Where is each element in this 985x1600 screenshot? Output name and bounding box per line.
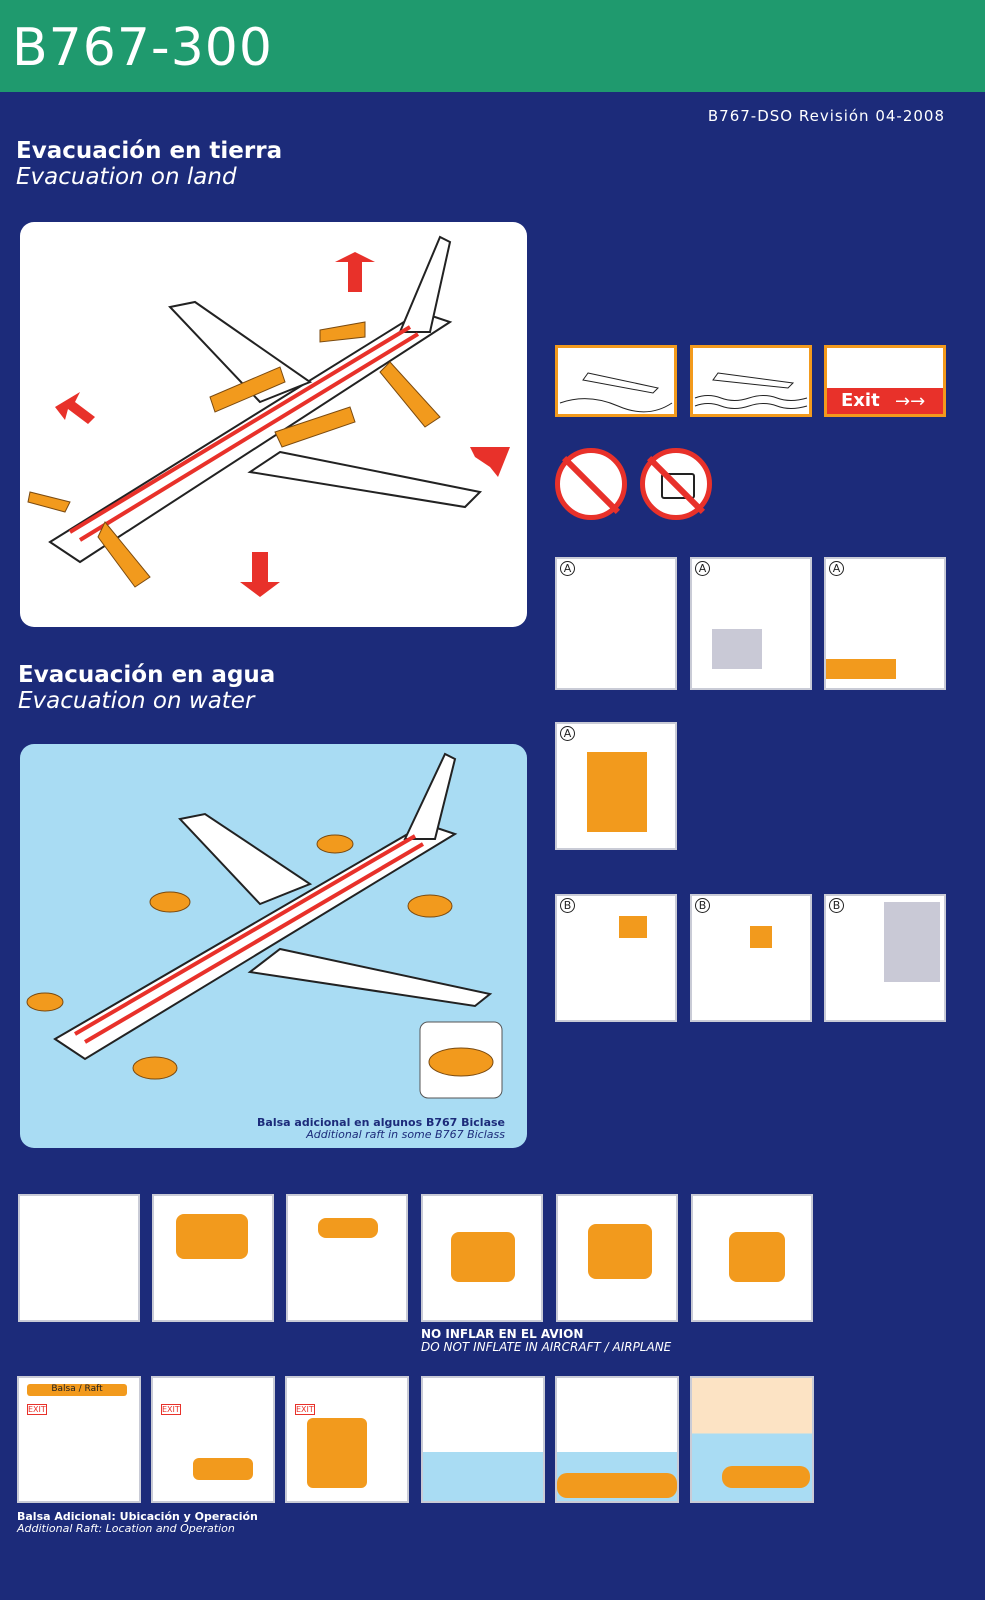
slide-icon bbox=[27, 491, 71, 513]
arrow-up-icon bbox=[335, 252, 375, 292]
raft-step-3: EXIT bbox=[285, 1376, 409, 1503]
land-title-en: Evacuation on land bbox=[16, 164, 237, 190]
raft-step-2: EXIT bbox=[151, 1376, 275, 1503]
raft-note-es: Balsa adicional en algunos B767 Biclase bbox=[257, 1116, 505, 1129]
land-crash-icon bbox=[555, 345, 677, 417]
header-bar: B767-300 bbox=[0, 0, 985, 92]
door-a-step-2: A bbox=[690, 557, 812, 690]
vest-step-1 bbox=[18, 1194, 140, 1322]
door-a-step-1: A bbox=[555, 557, 677, 690]
raft-location-sign: Balsa / Raft bbox=[27, 1384, 127, 1396]
door-b-step-1: B bbox=[555, 894, 677, 1022]
exit-label: Exit bbox=[841, 390, 880, 411]
vest-warning-en: DO NOT INFLATE IN AIRCRAFT / AIRPLANE bbox=[421, 1340, 672, 1354]
land-evacuation-diagram bbox=[20, 222, 527, 627]
vest-step-2 bbox=[152, 1194, 274, 1322]
arrow-down-icon bbox=[240, 552, 280, 597]
revision-label: B767-DSO Revisión 04-2008 bbox=[707, 107, 945, 125]
airplane-illustration bbox=[53, 752, 493, 1061]
raft-step-1: Balsa / Raft EXIT bbox=[17, 1376, 141, 1503]
raft-icon bbox=[132, 1056, 178, 1080]
raft-note-en: Additional raft in some B767 Biclass bbox=[306, 1128, 505, 1141]
slide-icon bbox=[209, 366, 286, 413]
vest-warning-es: NO INFLAR EN EL AVION bbox=[421, 1327, 584, 1341]
raft-icon bbox=[407, 894, 453, 918]
slide-icon bbox=[319, 321, 366, 343]
raft-step-5 bbox=[555, 1376, 679, 1503]
exit-sign: EXIT bbox=[27, 1404, 47, 1415]
exit-sign-icon: Exit →→ bbox=[824, 345, 946, 417]
raft-caption-es: Balsa Adicional: Ubicación y Operación bbox=[17, 1510, 258, 1523]
exit-sign: EXIT bbox=[161, 1404, 181, 1415]
arrow-left-icon bbox=[55, 392, 95, 424]
slide-icon bbox=[274, 406, 356, 448]
water-evacuation-diagram: Balsa adicional en algunos B767 Biclase … bbox=[20, 744, 527, 1148]
exit-sign: EXIT bbox=[295, 1404, 315, 1415]
slide-icon bbox=[379, 361, 441, 428]
raft-step-4 bbox=[421, 1376, 545, 1503]
door-a-slide: A bbox=[555, 722, 677, 850]
arrow-right-icon bbox=[470, 447, 510, 477]
door-a-step-3: A bbox=[824, 557, 946, 690]
raft-caption-en: Additional Raft: Location and Operation bbox=[17, 1522, 235, 1535]
vest-step-3 bbox=[286, 1194, 408, 1322]
raft-icon bbox=[316, 834, 354, 854]
airplane-illustration bbox=[48, 235, 483, 564]
door-b-step-3: B bbox=[824, 894, 946, 1022]
aircraft-title: B767-300 bbox=[12, 18, 273, 78]
door-b-step-2: B bbox=[690, 894, 812, 1022]
vest-step-5 bbox=[556, 1194, 678, 1322]
raft-step-6 bbox=[690, 1376, 814, 1503]
land-title-es: Evacuación en tierra bbox=[16, 138, 283, 164]
vest-step-4 bbox=[421, 1194, 543, 1322]
water-title-en: Evacuation on water bbox=[18, 688, 255, 714]
no-baggage-icon bbox=[640, 448, 712, 520]
water-ditching-icon bbox=[690, 345, 812, 417]
slide-icon bbox=[97, 521, 151, 588]
vest-step-6 bbox=[691, 1194, 813, 1322]
no-high-heels-icon bbox=[555, 448, 627, 520]
raft-icon bbox=[26, 992, 64, 1012]
water-title-es: Evacuación en agua bbox=[18, 662, 276, 688]
arrow-right-icon: →→ bbox=[895, 391, 926, 412]
raft-icon bbox=[149, 891, 191, 913]
